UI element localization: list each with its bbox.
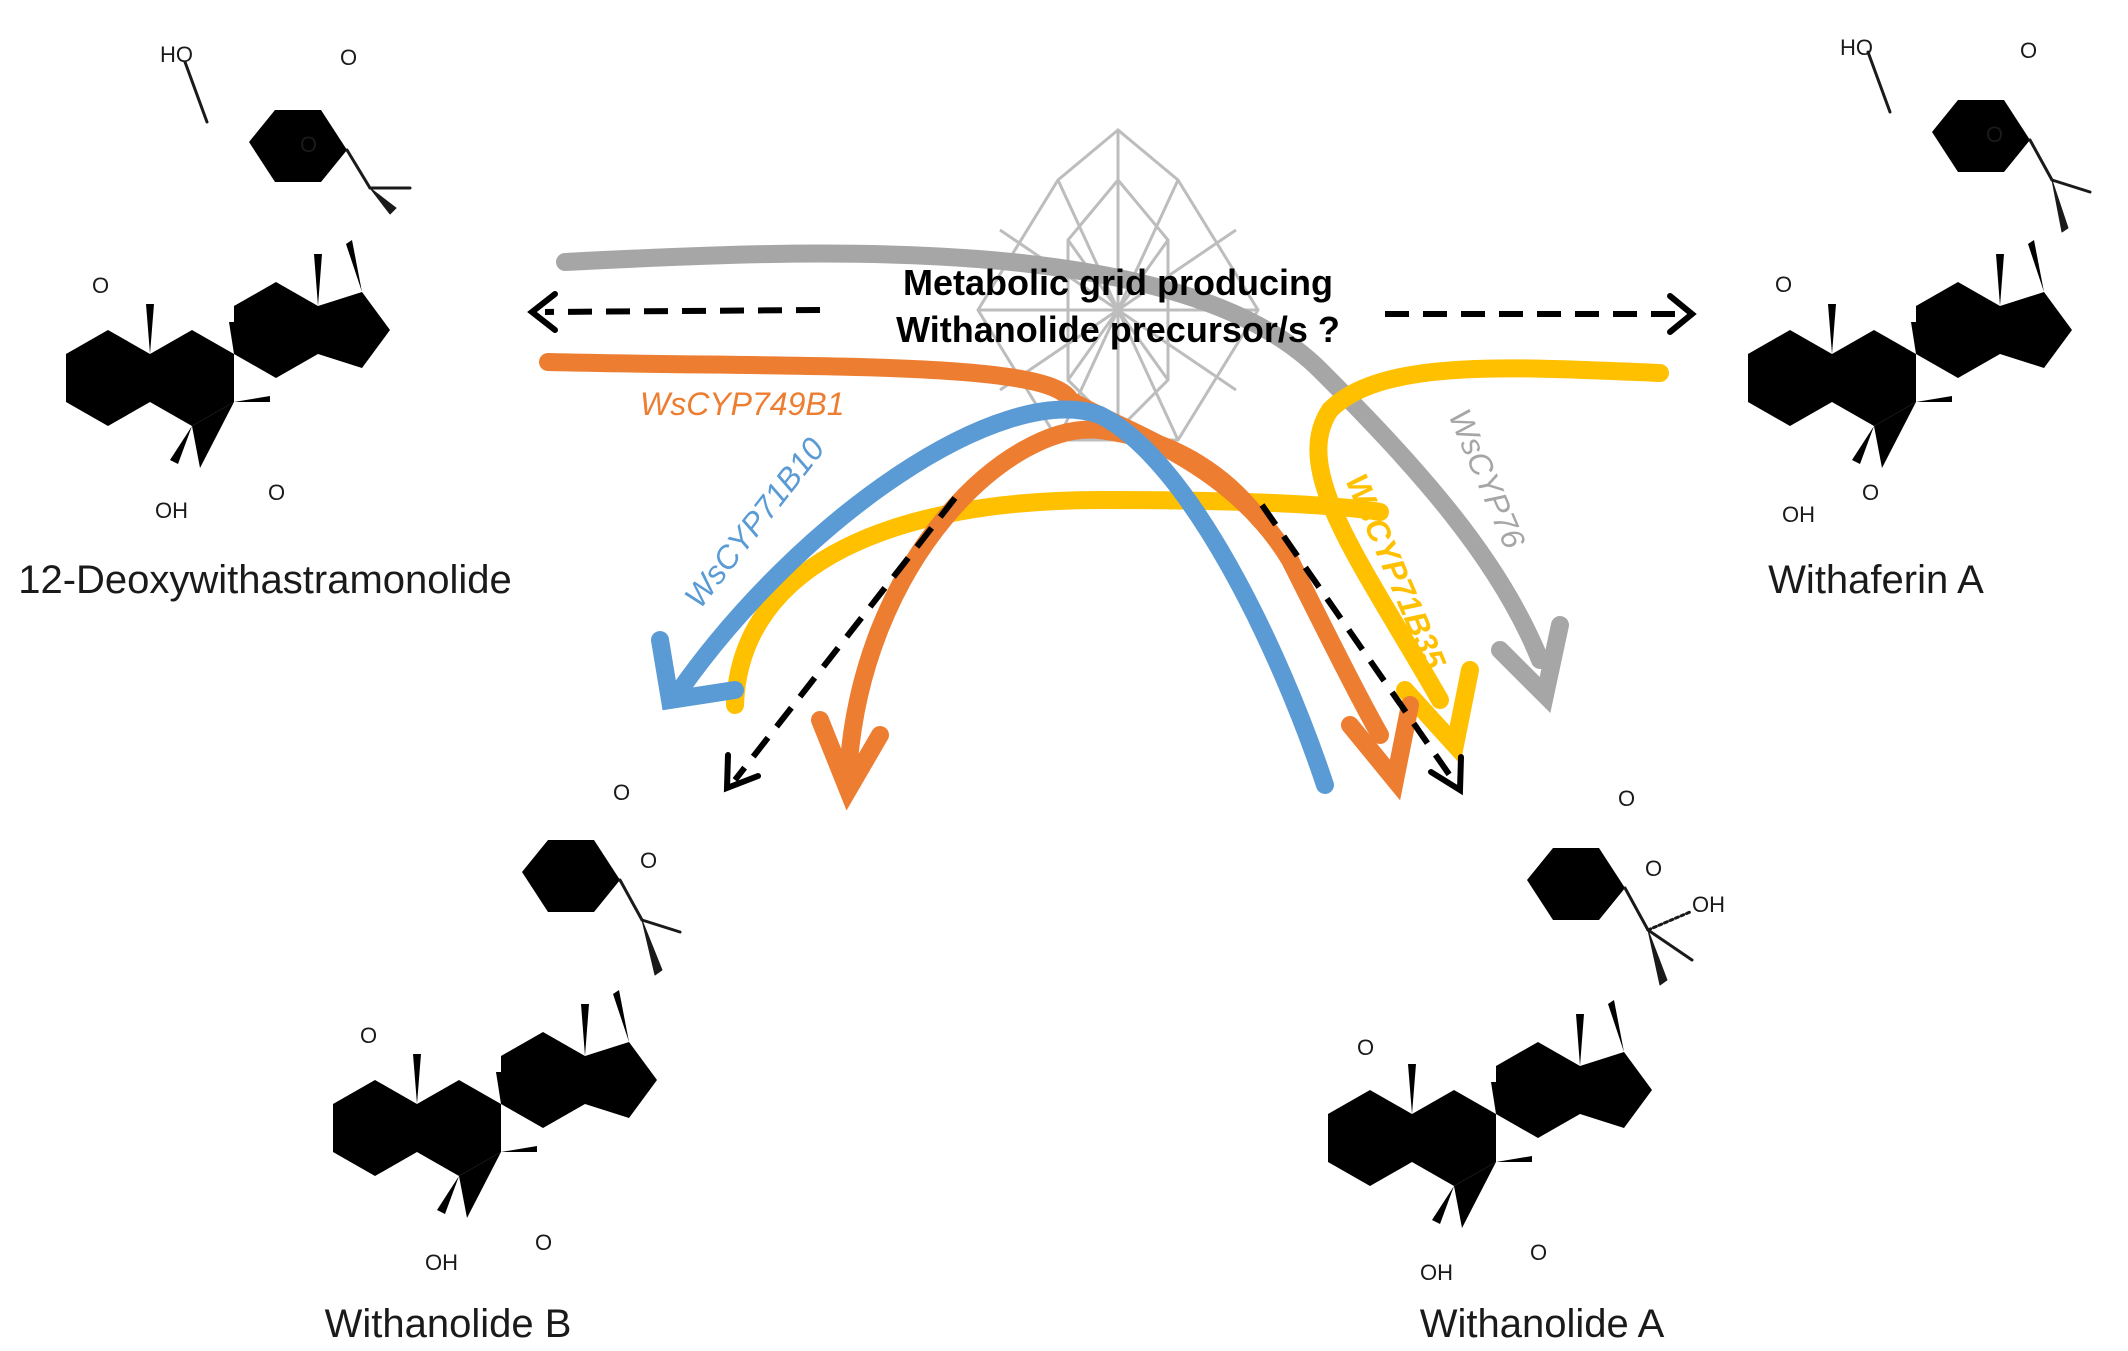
svg-text:O: O <box>1530 1240 1547 1265</box>
svg-text:OH: OH <box>155 498 188 523</box>
svg-text:O: O <box>1357 1035 1374 1060</box>
svg-text:OH: OH <box>425 1250 458 1275</box>
structure-withanolide-a: O O OH O OH O <box>1328 786 1725 1285</box>
label-wscyp749b1: WsCYP749B1 <box>640 386 845 422</box>
svg-text:O: O <box>613 780 630 805</box>
svg-text:O: O <box>2020 38 2037 63</box>
structure-withanolide-b: O O O OH O <box>333 780 682 1275</box>
compound-name-withaferin-a: Withaferin A <box>1768 558 1984 602</box>
svg-text:O: O <box>340 45 357 70</box>
svg-text:HO: HO <box>160 42 193 67</box>
svg-text:OH: OH <box>1782 502 1815 527</box>
svg-text:HO: HO <box>1840 35 1873 60</box>
compound-name-withanolide-a: Withanolide A <box>1420 1302 1665 1346</box>
grid-title-line2: Withanolide precursor/s ? <box>896 309 1340 350</box>
dashed-arrow-to-withanolide-b <box>732 496 958 782</box>
dashed-arrow-left <box>544 307 821 315</box>
svg-text:OH: OH <box>1420 1260 1453 1285</box>
svg-text:O: O <box>1645 856 1662 881</box>
svg-text:O: O <box>640 848 657 873</box>
structure-withaferin-a: HO O O O OH O <box>1748 35 2092 527</box>
compound-name-12-deoxywithastramonolide: 12-Deoxywithastramonolide <box>18 558 512 602</box>
svg-text:O: O <box>1862 480 1879 505</box>
blue-path-cyp71b10 <box>651 400 1334 794</box>
grid-title-line1: Metabolic grid producing <box>903 262 1333 303</box>
dashed-arrow-to-withanolide-a <box>1259 503 1456 782</box>
svg-text:OH: OH <box>1692 892 1725 917</box>
svg-text:O: O <box>300 132 317 157</box>
dashed-arrows <box>544 307 1680 782</box>
svg-text:O: O <box>360 1023 377 1048</box>
grey-path-cyp76 <box>556 244 1569 714</box>
structure-12-deoxywithastramonolide: HO O O O OH O <box>66 42 412 523</box>
yellow-path-cyp71b35 <box>726 359 1669 765</box>
svg-text:O: O <box>1775 272 1792 297</box>
svg-text:O: O <box>268 480 285 505</box>
svg-text:O: O <box>92 273 109 298</box>
compound-name-withanolide-b: Withanolide B <box>325 1302 572 1346</box>
svg-text:O: O <box>1986 122 2003 147</box>
svg-text:O: O <box>1618 786 1635 811</box>
svg-text:O: O <box>535 1230 552 1255</box>
